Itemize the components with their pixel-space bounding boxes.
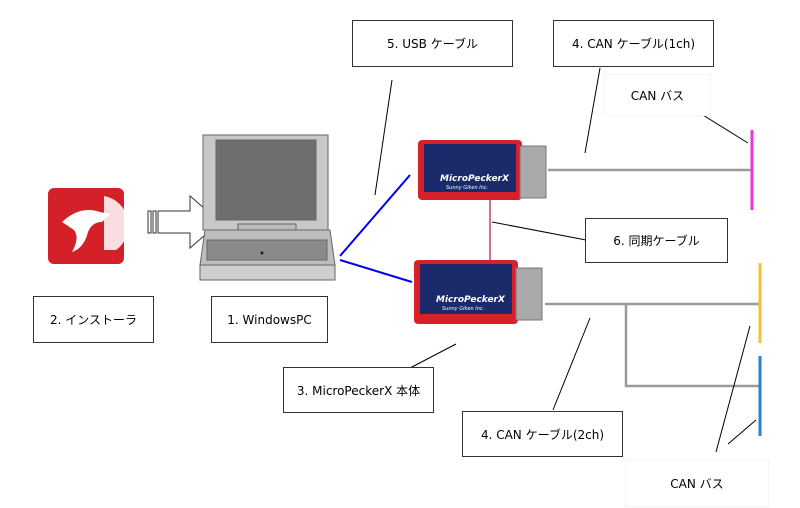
label-installer: 2. インストーラ: [33, 296, 154, 343]
label-windows-pc: 1. WindowsPC: [211, 296, 328, 343]
label-sync-cable: 6. 同期ケーブル: [585, 218, 728, 263]
usb-cable-1: [339, 174, 411, 257]
device-logo-2: MicroPeckerX: [436, 295, 506, 305]
device-logo-1: MicroPeckerX: [440, 174, 510, 184]
micropecker-device-2: MicroPeckerX Sunny Giken Inc.: [414, 260, 543, 324]
label-usb-cable: 5. USB ケーブル: [352, 20, 513, 67]
usb-cable-2: [339, 259, 413, 283]
label-can-bus-top: CAN バス: [604, 74, 711, 116]
micropecker-device-1: MicroPeckerX Sunny Giken Inc.: [418, 140, 547, 200]
label-micropecker-unit: 3. MicroPeckerX 本体: [283, 367, 434, 413]
laptop-pc-image: [199, 134, 336, 281]
leader-lines: [374, 67, 757, 453]
can-cables: [545, 168, 760, 388]
installer-icon: [48, 188, 129, 264]
device-maker-2: Sunny Giken Inc.: [442, 306, 484, 312]
label-can-cable-1ch: 4. CAN ケーブル(1ch): [553, 20, 714, 67]
device-maker-1: Sunny Giken Inc.: [446, 185, 488, 191]
label-can-bus-bottom: CAN バス: [625, 460, 769, 507]
label-can-cable-2ch: 4. CAN ケーブル(2ch): [462, 411, 623, 457]
